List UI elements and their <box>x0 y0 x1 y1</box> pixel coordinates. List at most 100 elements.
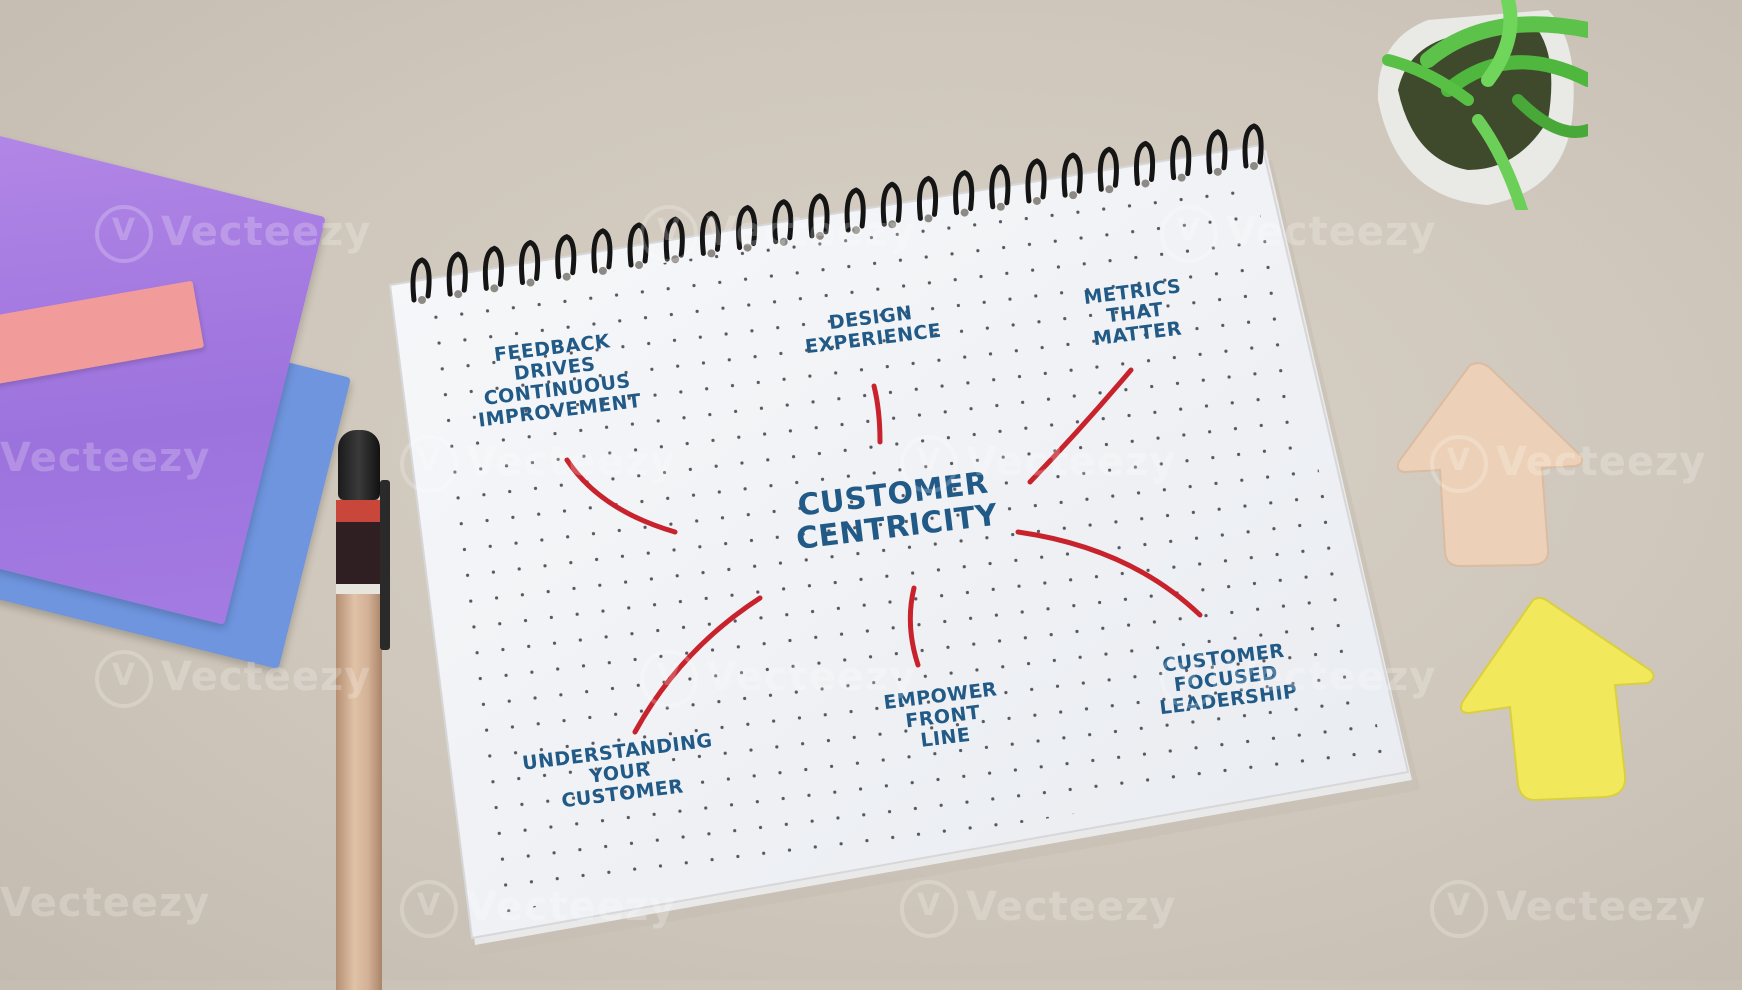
spiral-ring <box>736 204 758 251</box>
spiral-hole <box>562 272 571 281</box>
spiral-ring <box>446 251 468 297</box>
pen <box>336 430 390 990</box>
spiral-ring <box>482 245 504 291</box>
watermark-text: Vecteezy <box>466 884 677 930</box>
spiral-ring <box>953 169 975 216</box>
spiral-hole <box>1213 167 1222 176</box>
spiral-hole <box>418 296 426 304</box>
watermark-text: Vecteezy <box>0 435 211 481</box>
spiral-hole <box>1250 162 1258 170</box>
connector-leadership <box>1015 529 1203 618</box>
pen-band-red <box>336 500 382 522</box>
watermark-logo-icon: V <box>400 435 458 493</box>
spiral-ring <box>555 234 577 280</box>
spiral-ring <box>989 164 1011 210</box>
watermark-logo-icon: V <box>900 435 958 493</box>
watermark: Vecteezy <box>0 435 210 481</box>
spiral-ring <box>916 175 939 221</box>
pen-band-light <box>336 584 382 594</box>
watermark-text: Vecteezy <box>161 209 372 255</box>
spiral-ring <box>880 181 902 227</box>
spiral-hole <box>996 202 1005 211</box>
spiral-ring <box>808 193 830 239</box>
spiral-ring <box>1170 134 1192 181</box>
connector-empower <box>907 585 921 668</box>
spiral-ring <box>410 257 432 303</box>
spiral-ring <box>1025 158 1047 204</box>
spiral-hole <box>598 266 607 275</box>
watermark-text: Vecteezy <box>161 654 372 700</box>
spiral-hole <box>1105 185 1114 194</box>
watermark-logo-icon: V <box>95 205 153 263</box>
watermark-logo-icon: V <box>400 880 458 938</box>
spiral-hole <box>815 231 824 240</box>
spiral-hole <box>490 284 499 293</box>
spiral-ring <box>1242 123 1264 169</box>
spiral-hole <box>707 249 716 258</box>
connector-design <box>871 383 883 445</box>
spiral-hole <box>454 290 463 299</box>
spiral-ring <box>699 210 722 256</box>
spiral-ring <box>1061 152 1083 198</box>
spiral-hole <box>1032 196 1041 205</box>
watermark-logo-icon: V <box>1430 435 1488 493</box>
spiral-hole <box>960 208 969 217</box>
watermark-text: Vecteezy <box>706 654 917 700</box>
spiral-hole <box>779 237 788 246</box>
watermark-text: Vecteezy <box>466 439 677 485</box>
watermark-logo-icon: V <box>95 650 153 708</box>
spiral-hole <box>1141 179 1150 188</box>
spiral-hole <box>1177 173 1186 182</box>
watermark-logo-icon: V <box>1430 880 1488 938</box>
watermark-logo-icon: V <box>900 880 958 938</box>
watermark-text: Vecteezy <box>1226 654 1437 700</box>
spiral-ring <box>1097 146 1119 192</box>
spiral-ring <box>844 187 866 233</box>
spiral-ring <box>1206 129 1228 175</box>
pen-band-dark <box>336 522 382 584</box>
watermark-logo-icon: V <box>640 205 698 263</box>
watermark-text: Vecteezy <box>966 439 1177 485</box>
connector-metrics <box>1027 367 1134 485</box>
connector-feedback <box>564 457 678 535</box>
watermark-text: Vecteezy <box>1496 439 1707 485</box>
pen-clip <box>380 480 390 650</box>
spiral-ring <box>772 199 794 245</box>
watermark-logo-icon: V <box>1160 650 1218 708</box>
spiral-ring <box>591 228 613 274</box>
watermark-logo-icon: V <box>1160 205 1218 263</box>
potted-plant <box>1377 0 1588 210</box>
pen-cap <box>338 430 380 500</box>
watermark-text: Vecteezy <box>966 884 1177 930</box>
watermark-logo-icon: V <box>640 650 698 708</box>
spiral-hole <box>888 220 897 229</box>
watermark-text: Vecteezy <box>1226 209 1437 255</box>
spiral-hole <box>743 243 752 252</box>
spiral-ring <box>519 239 541 286</box>
spiral-hole <box>1069 191 1078 200</box>
spiral-hole <box>635 261 644 270</box>
watermark: Vecteezy <box>0 880 210 926</box>
beige-arrow-note <box>1396 362 1584 568</box>
watermark-text: Vecteezy <box>0 880 211 926</box>
spiral-hole <box>526 278 535 287</box>
watermark-text: Vecteezy <box>706 209 917 255</box>
spiral-ring <box>1133 140 1156 186</box>
yellow-arrow-note <box>1460 596 1655 802</box>
spiral-hole <box>924 214 933 223</box>
